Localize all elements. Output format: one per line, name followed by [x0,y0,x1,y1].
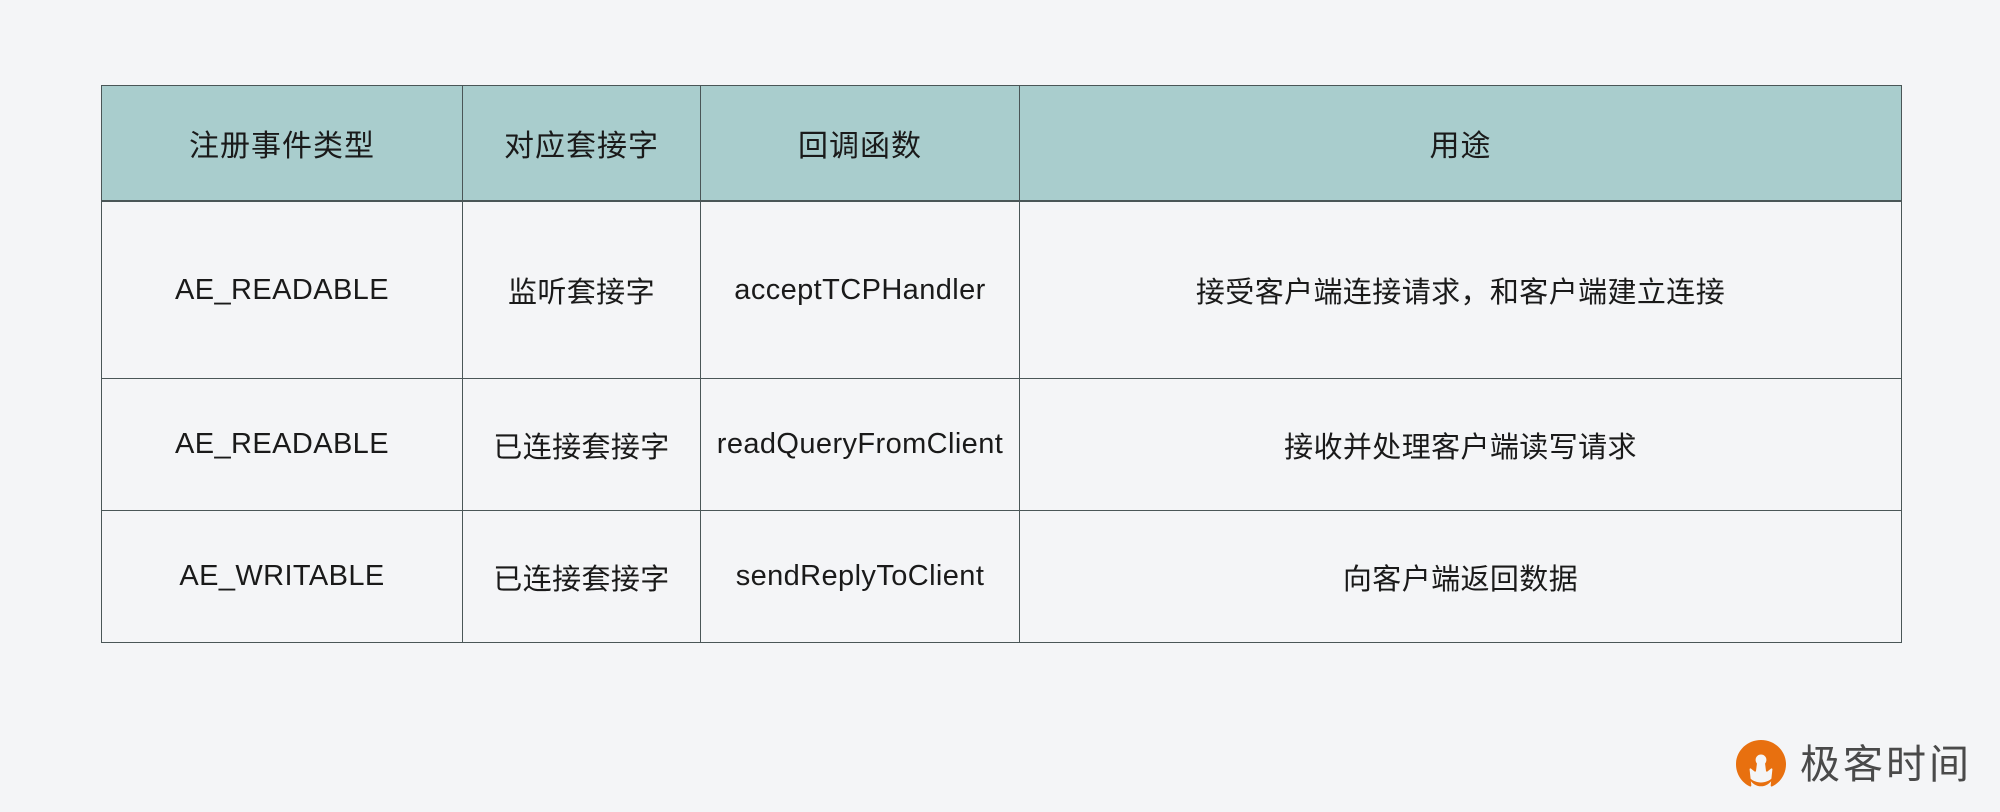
column-header-socket: 对应套接字 [462,85,701,202]
cell-purpose: 向客户端返回数据 [1019,510,1902,643]
cell-purpose: 接收并处理客户端读写请求 [1019,378,1902,511]
watermark: 极客时间 [1734,738,1972,792]
cell-socket: 已连接套接字 [462,378,701,511]
geekbang-logo-icon [1734,738,1788,792]
table-row: AE_READABLE 监听套接字 acceptTCPHandler 接受客户端… [101,200,1902,379]
table-body: AE_READABLE 监听套接字 acceptTCPHandler 接受客户端… [101,200,1902,643]
table-header-row: 注册事件类型 对应套接字 回调函数 用途 [101,85,1902,202]
column-header-event-type: 注册事件类型 [101,85,463,202]
event-registration-table: 注册事件类型 对应套接字 回调函数 用途 AE_READABLE 监听套接字 a… [101,85,1902,643]
watermark-brand-label: 极客时间 [1800,743,1972,787]
column-header-callback: 回调函数 [700,85,1020,202]
cell-callback: readQueryFromClient [700,378,1020,511]
table-row: AE_READABLE 已连接套接字 readQueryFromClient 接… [101,378,1902,511]
cell-callback: sendReplyToClient [700,510,1020,643]
column-header-purpose: 用途 [1019,85,1902,202]
cell-callback: acceptTCPHandler [700,200,1020,379]
table-header: 注册事件类型 对应套接字 回调函数 用途 [101,85,1902,202]
cell-purpose: 接受客户端连接请求，和客户端建立连接 [1019,200,1902,379]
cell-socket: 已连接套接字 [462,510,701,643]
cell-event-type: AE_READABLE [101,200,463,379]
cell-event-type: AE_WRITABLE [101,510,463,643]
table-row: AE_WRITABLE 已连接套接字 sendReplyToClient 向客户… [101,510,1902,643]
cell-event-type: AE_READABLE [101,378,463,511]
cell-socket: 监听套接字 [462,200,701,379]
event-table-container: 注册事件类型 对应套接字 回调函数 用途 AE_READABLE 监听套接字 a… [101,85,1902,643]
